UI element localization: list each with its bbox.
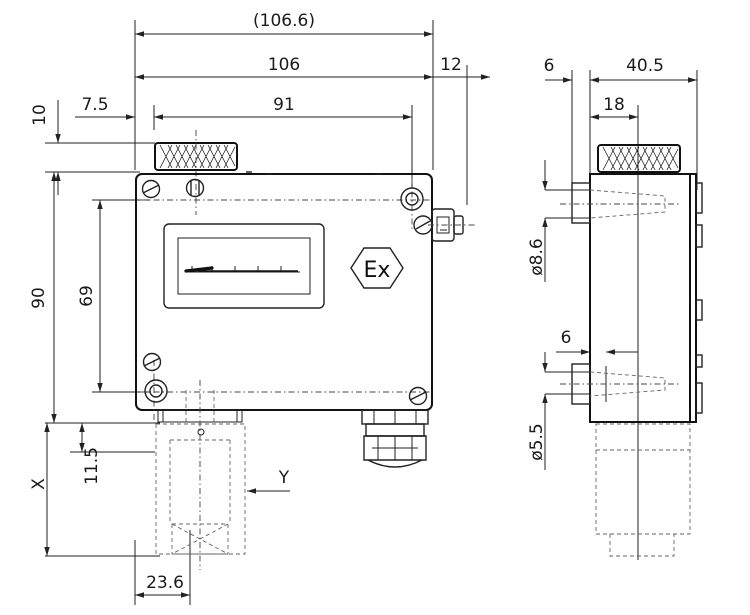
dim-knob-height: 10 bbox=[30, 104, 50, 126]
side-view: 6 40.5 18 ø8.6 6 ø5.5 bbox=[527, 56, 703, 560]
side-lower-port bbox=[560, 363, 680, 405]
dim-port-height: 11.5 bbox=[82, 447, 102, 485]
mounting-hole-top-right bbox=[400, 187, 424, 211]
dim-side-depth: 40.5 bbox=[626, 56, 664, 76]
housing-body bbox=[135, 173, 433, 411]
dim-lower-port-diameter: ø5.5 bbox=[527, 423, 547, 460]
adjustment-knob bbox=[154, 130, 238, 215]
dim-hole-spacing-h: 91 bbox=[273, 95, 295, 115]
mounting-hole-bottom-left bbox=[144, 379, 168, 403]
dim-lower-port-offset: 6 bbox=[561, 328, 572, 348]
screw-top-left bbox=[141, 179, 161, 199]
scale-pointer bbox=[184, 266, 214, 273]
front-view: (106.6) 106 12 91 7.5 10 90 69 11.5 X 23… bbox=[29, 11, 490, 605]
screw-bottom-left bbox=[142, 352, 162, 372]
dim-bottom-width: 23.6 bbox=[146, 573, 184, 593]
side-housing bbox=[589, 173, 703, 423]
dim-side-port-position: 18 bbox=[603, 95, 625, 115]
dim-hole-offset: 7.5 bbox=[81, 95, 108, 115]
screw-top-middle bbox=[185, 178, 205, 198]
dim-lower-height: X bbox=[29, 478, 49, 490]
dim-side-offset-top: 6 bbox=[544, 56, 555, 76]
dim-connector-protrusion: 12 bbox=[440, 55, 462, 75]
screw-bottom-right bbox=[408, 386, 428, 406]
pressure-port-left bbox=[155, 380, 246, 570]
side-knob bbox=[597, 144, 681, 173]
dim-overall-width: (106.6) bbox=[253, 11, 315, 31]
side-connector bbox=[413, 208, 475, 242]
dim-housing-width: 106 bbox=[268, 55, 300, 75]
ex-mark-icon: Ex bbox=[350, 247, 404, 289]
dim-housing-height: 90 bbox=[29, 287, 49, 309]
view-label-y: Y bbox=[278, 468, 290, 488]
side-upper-port bbox=[560, 182, 680, 224]
svg-text:Ex: Ex bbox=[364, 258, 391, 283]
side-bottom-fitting bbox=[595, 423, 691, 557]
cable-gland bbox=[361, 409, 429, 468]
dim-upper-port-diameter: ø8.6 bbox=[527, 238, 547, 275]
scale-window bbox=[163, 223, 325, 309]
dim-hole-spacing-v: 69 bbox=[77, 285, 97, 307]
